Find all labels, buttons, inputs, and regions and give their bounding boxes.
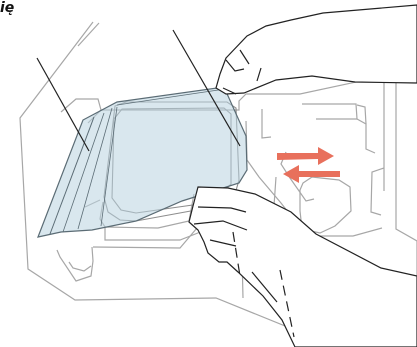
lower-hand [189,187,417,347]
red-arrow-right-icon [277,147,334,165]
upper-hand [216,5,417,94]
left-callout-line [37,58,89,151]
